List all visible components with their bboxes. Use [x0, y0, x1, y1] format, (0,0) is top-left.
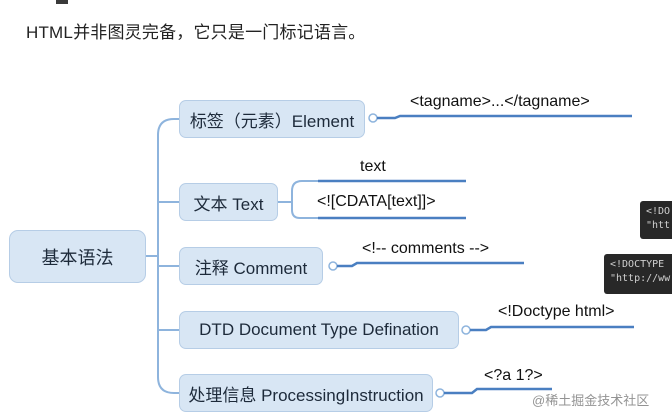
- branch-node-element: 标签（元素）Element: [179, 100, 365, 138]
- branch-node-dtd: DTD Document Type Defination: [179, 311, 459, 349]
- leaf-underline-3: [337, 261, 524, 268]
- node-5-collapse-dot: [435, 388, 445, 398]
- leaf-comment-example: <!-- comments -->: [362, 240, 490, 257]
- node-3-collapse-dot: [328, 261, 338, 271]
- leaf-underline-4: [470, 325, 634, 332]
- top-edge-mark: [56, 0, 68, 4]
- root-node: 基本语法: [9, 230, 146, 283]
- code-line: "htt: [646, 220, 671, 231]
- intro-text: HTML并非图灵完备，它只是一门标记语言。: [26, 23, 366, 42]
- leaf-pi-example: <?a 1?>: [484, 367, 543, 384]
- leaf-doctype-example: <!Doctype html>: [498, 303, 615, 320]
- branch-node-processing-instruction: 处理信息 ProcessingInstruction: [179, 374, 433, 412]
- code-line: <!DO: [646, 206, 671, 217]
- node-1-collapse-dot: [368, 113, 378, 123]
- code-line: <!DOCTYPE: [610, 259, 665, 270]
- leaf-text-example: text: [360, 158, 386, 175]
- node-4-collapse-dot: [461, 325, 471, 335]
- watermark: @稀土掘金技术社区: [532, 393, 650, 408]
- trunk-vertical: [157, 118, 179, 256]
- branch-node-text: 文本 Text: [179, 183, 278, 221]
- code-line: "http://ww: [610, 273, 671, 284]
- trunk-vertical-down: [157, 256, 179, 394]
- leaf-underline-5: [444, 387, 552, 395]
- code-snippet-fragment-2: <!DOCTYPE "http://ww: [604, 254, 672, 294]
- branch-node-comment: 注释 Comment: [179, 247, 323, 285]
- leaf-element-example: <tagname>...</tagname>: [410, 93, 590, 110]
- text-branch-split: [278, 180, 318, 219]
- leaf-underline-1: [377, 114, 632, 120]
- leaf-cdata-example: <![CDATA[text]]>: [317, 193, 436, 210]
- code-snippet-fragment-1: <!DO "htt: [640, 201, 672, 239]
